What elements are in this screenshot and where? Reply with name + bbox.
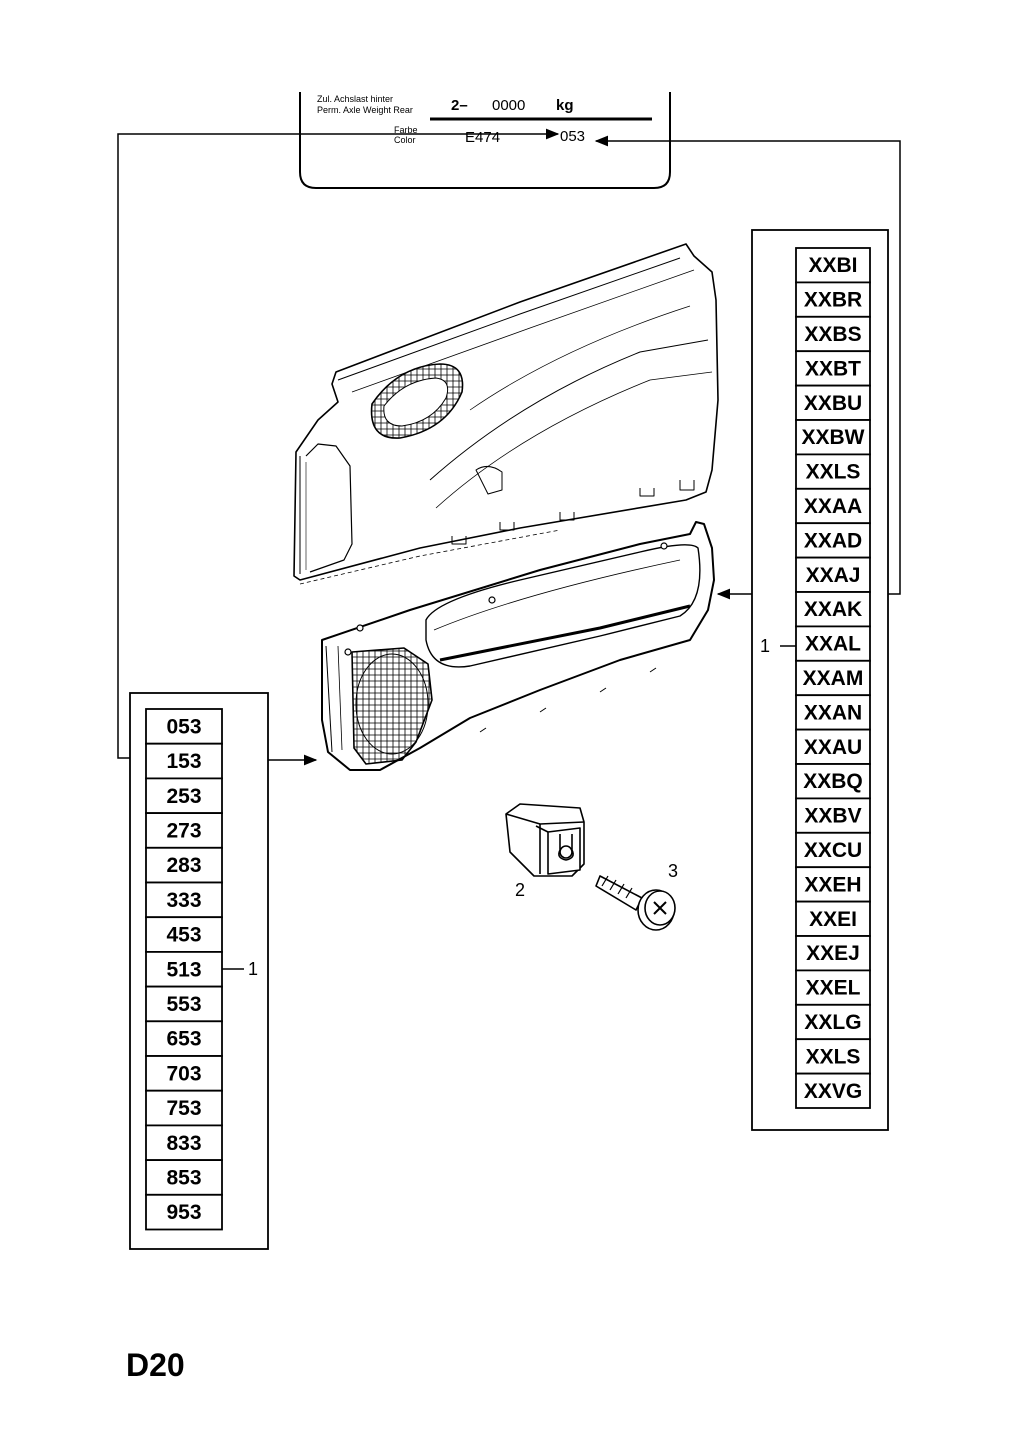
left-code: 853 bbox=[166, 1166, 201, 1189]
right-code: XXBI bbox=[808, 254, 857, 277]
right-code: XXBU bbox=[804, 392, 862, 415]
right-cell bbox=[795, 384, 871, 421]
left-code: 273 bbox=[166, 819, 201, 842]
left-color-code-table: 053 153 253 273 283 333 453 513 553 653 703 753 833 8… bbox=[129, 692, 269, 1250]
right-code: XXAD bbox=[804, 529, 862, 552]
right-cell bbox=[795, 419, 871, 456]
left-code: 513 bbox=[166, 958, 201, 981]
left-table-callout: 1 bbox=[248, 959, 258, 979]
right-cell bbox=[795, 1003, 871, 1041]
label-plate: Zul. Achslast hinter Perm. Axle Weight R… bbox=[299, 92, 671, 189]
axle-label-en: Perm. Axle Weight Rear bbox=[317, 105, 413, 115]
right-code: XXLS bbox=[806, 1045, 861, 1068]
right-code: XXAA bbox=[804, 495, 862, 518]
right-cell bbox=[795, 556, 871, 593]
right-cell bbox=[795, 350, 871, 387]
left-cell bbox=[145, 985, 223, 1023]
axle-value: 0000 bbox=[492, 97, 525, 114]
left-code: 283 bbox=[166, 854, 201, 877]
right-code: XXEJ bbox=[806, 942, 860, 965]
right-cell bbox=[795, 659, 871, 697]
right-cell bbox=[795, 900, 871, 937]
left-code: 553 bbox=[166, 993, 201, 1016]
trim-screw bbox=[595, 875, 676, 931]
right-code: XXAJ bbox=[806, 564, 861, 587]
left-code: 753 bbox=[166, 1097, 201, 1120]
right-code: XXVG bbox=[804, 1080, 862, 1103]
right-code: XXCU bbox=[804, 839, 862, 862]
right-code: XXLG bbox=[804, 1011, 861, 1034]
left-code: 153 bbox=[166, 750, 201, 773]
page-id: D20 bbox=[126, 1347, 185, 1383]
axle-unit: kg bbox=[556, 97, 574, 114]
left-cell bbox=[145, 812, 223, 849]
right-code: XXBW bbox=[802, 426, 865, 449]
left-code: 653 bbox=[166, 1028, 201, 1051]
color-label-en: Color bbox=[394, 135, 416, 145]
right-cell bbox=[795, 591, 871, 628]
left-cell bbox=[145, 881, 223, 919]
right-cell bbox=[795, 831, 871, 869]
retaining-clip bbox=[505, 803, 585, 877]
color-code: 053 bbox=[560, 128, 585, 145]
left-code: 053 bbox=[166, 715, 201, 738]
right-code: XXEH bbox=[804, 873, 861, 896]
right-code: XXBV bbox=[804, 805, 861, 828]
right-code: XXBQ bbox=[803, 770, 863, 793]
left-cell bbox=[145, 1193, 223, 1231]
right-code: XXEI bbox=[809, 908, 857, 931]
left-cell bbox=[145, 708, 223, 745]
connector-lines bbox=[117, 128, 901, 766]
right-code: XXEL bbox=[806, 977, 861, 1000]
clip-callout: 2 bbox=[515, 880, 525, 900]
right-code: XXLS bbox=[806, 461, 861, 484]
right-code: XXBS bbox=[804, 323, 861, 346]
left-code: 333 bbox=[166, 889, 201, 912]
color-old-code: E474 bbox=[465, 129, 500, 146]
left-cell bbox=[145, 777, 223, 815]
right-code: XXAK bbox=[804, 598, 862, 621]
left-cell bbox=[145, 742, 223, 780]
door-trim-pocket bbox=[321, 521, 715, 771]
screw-callout: 3 bbox=[668, 861, 678, 881]
right-code: XXAN bbox=[804, 701, 862, 724]
right-cell bbox=[795, 797, 871, 834]
left-code: 253 bbox=[166, 785, 201, 808]
axle-prefix: 2– bbox=[451, 97, 468, 114]
right-cell bbox=[795, 625, 871, 662]
right-cell bbox=[795, 763, 871, 800]
left-code: 833 bbox=[166, 1132, 201, 1155]
right-code: XXBR bbox=[804, 289, 862, 312]
left-cell bbox=[145, 1020, 223, 1057]
left-code: 453 bbox=[166, 924, 201, 947]
color-label-de: Farbe bbox=[394, 125, 418, 135]
left-code: 703 bbox=[166, 1062, 201, 1085]
left-cell bbox=[145, 846, 223, 884]
right-cell bbox=[795, 315, 871, 353]
right-cell bbox=[795, 728, 871, 765]
left-code: 953 bbox=[166, 1201, 201, 1224]
right-cell bbox=[795, 1072, 871, 1109]
right-cell bbox=[795, 935, 871, 972]
right-table-callout: 1 bbox=[760, 636, 770, 656]
right-cell bbox=[795, 1038, 871, 1075]
right-trim-code-table: XXBI XXBR XXBS XXBT XXBU XXBW XXLS XXAA XXAD XXAJ… bbox=[751, 229, 889, 1131]
axle-label-de: Zul. Achslast hinter bbox=[317, 94, 393, 104]
right-code: XXAU bbox=[804, 736, 862, 759]
right-code: XXBT bbox=[805, 357, 861, 380]
door-inner-panel bbox=[293, 243, 719, 585]
right-code: XXAL bbox=[805, 633, 861, 656]
right-code: XXAM bbox=[803, 667, 864, 690]
right-cell bbox=[795, 247, 871, 284]
